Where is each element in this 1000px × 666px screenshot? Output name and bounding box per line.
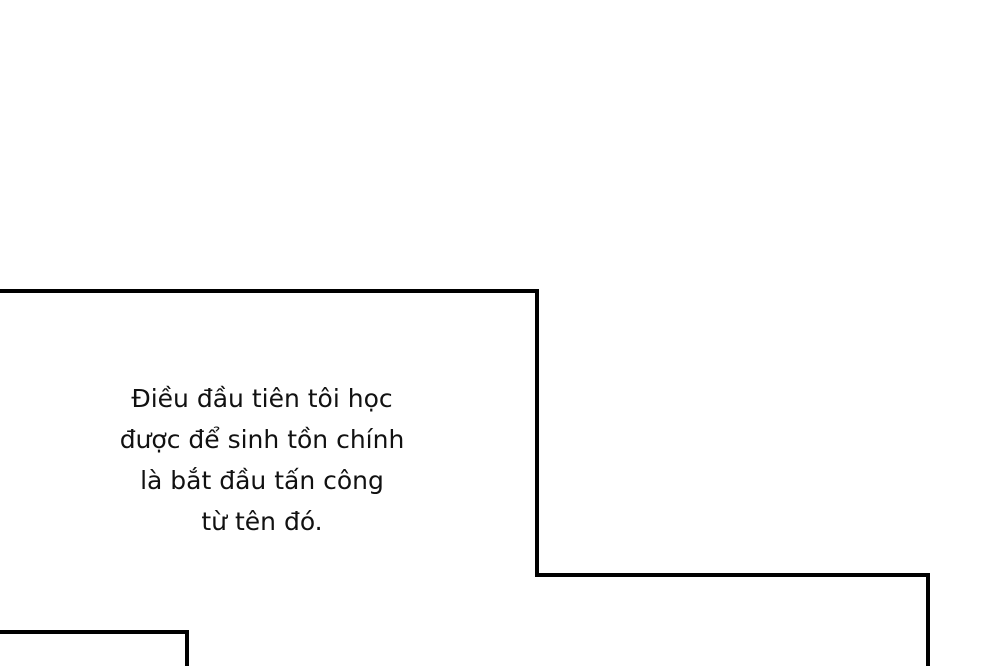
- panel-border-main: [0, 289, 930, 666]
- narration-caption: Điều đầu tiên tôi học được để sinh tồn c…: [92, 378, 432, 542]
- caption-line: được để sinh tồn chính: [119, 425, 405, 454]
- caption-line: là bắt đầu tấn công: [140, 466, 384, 495]
- caption-line: từ tên đó.: [201, 507, 323, 536]
- caption-line: Điều đầu tiên tôi học: [131, 384, 393, 413]
- panel-border-lower: [0, 630, 189, 666]
